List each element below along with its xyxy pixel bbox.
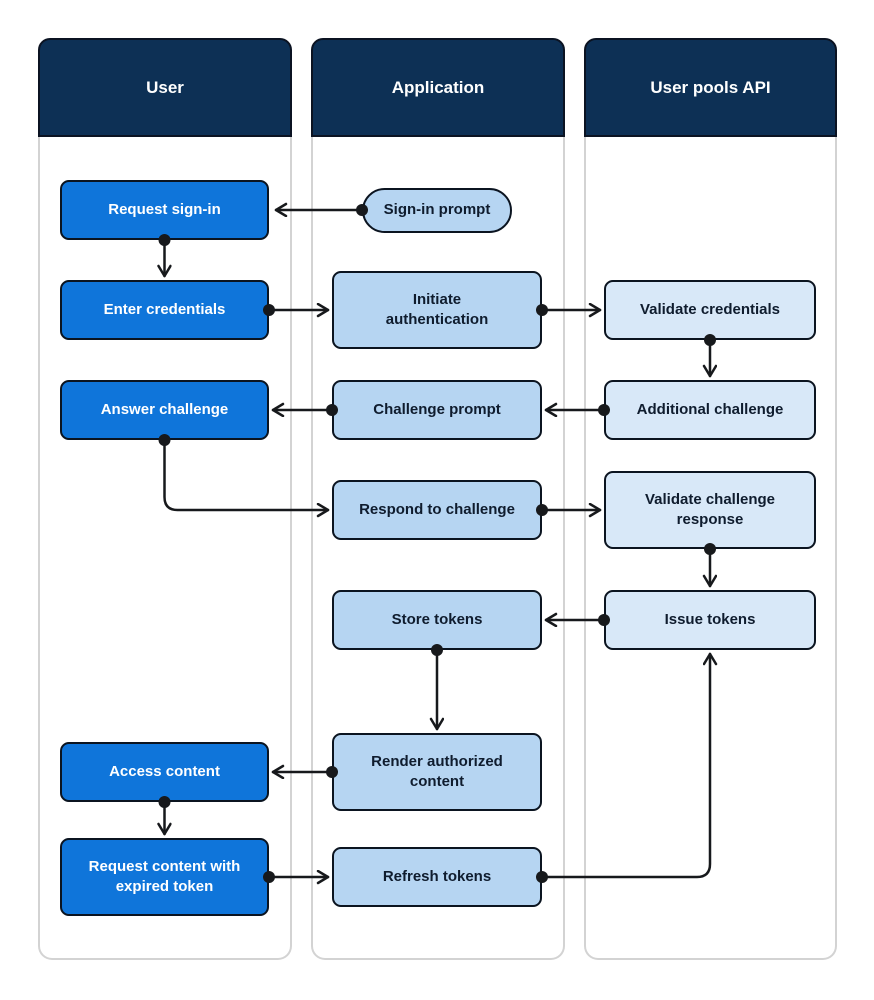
node-validate-credentials: Validate credentials (604, 280, 816, 340)
node-request-content-with-expired-token: Request content with expired token (60, 838, 269, 916)
lane-user-pools-api-title: User pools API (650, 77, 771, 97)
lane-application-header: Application (311, 38, 565, 137)
lane-user-pools-api-header: User pools API (584, 38, 837, 137)
lane-application-title: Application (391, 77, 485, 97)
node-answer-challenge: Answer challenge (60, 380, 269, 440)
lane-user-header: User (38, 38, 292, 137)
node-issue-tokens: Issue tokens (604, 590, 816, 650)
node-sign-in-prompt: Sign-in prompt (362, 188, 512, 233)
lane-application-body (311, 137, 565, 960)
lane-user-body (38, 137, 292, 960)
node-validate-challenge-response: Validate challenge response (604, 471, 816, 549)
node-render-authorized-content: Render authorized content (332, 733, 542, 811)
node-access-content: Access content (60, 742, 269, 802)
node-initiate-authentication: Initiate authentication (332, 271, 542, 349)
lane-user-title: User (146, 77, 184, 97)
node-respond-to-challenge: Respond to challenge (332, 480, 542, 540)
node-refresh-tokens: Refresh tokens (332, 847, 542, 907)
node-additional-challenge: Additional challenge (604, 380, 816, 440)
node-enter-credentials: Enter credentials (60, 280, 269, 340)
lane-user: User (38, 38, 292, 960)
node-challenge-prompt: Challenge prompt (332, 380, 542, 440)
node-store-tokens: Store tokens (332, 590, 542, 650)
node-request-sign-in: Request sign-in (60, 180, 269, 240)
